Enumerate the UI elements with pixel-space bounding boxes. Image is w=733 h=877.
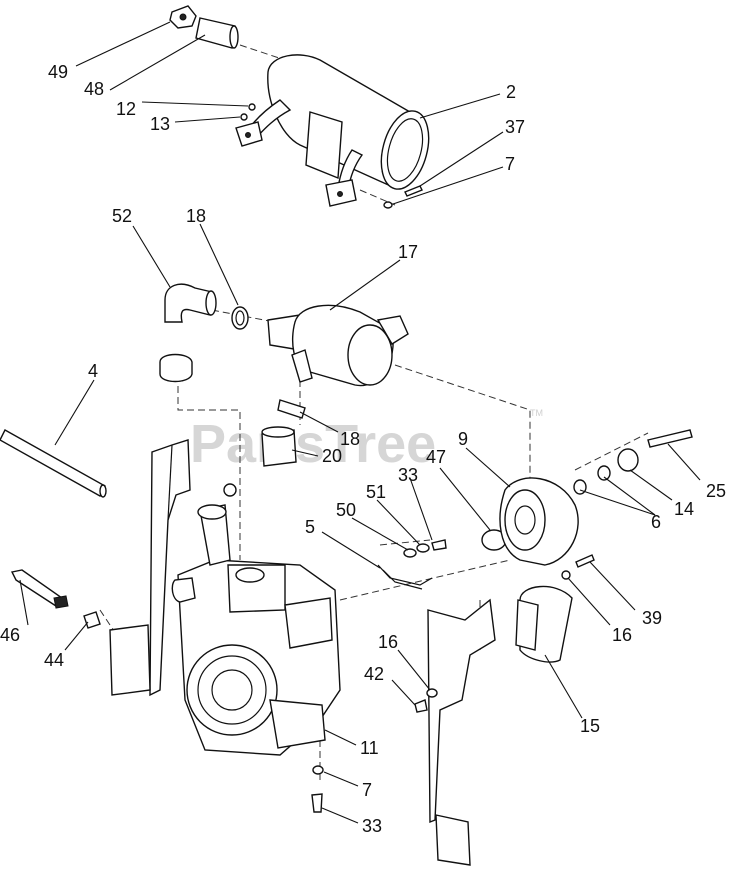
hose-clamp-top — [231, 306, 249, 330]
fuel-line — [10, 569, 101, 629]
clutch-stop — [515, 585, 573, 663]
washer-7b — [312, 765, 324, 775]
callout-16-right: 16 — [612, 625, 632, 645]
callout-6: 6 — [651, 512, 661, 532]
callout-16-bracket: 16 — [378, 632, 398, 652]
callout-42: 42 — [364, 664, 384, 684]
engine-pulley — [186, 644, 278, 736]
callout-33-top: 33 — [398, 465, 418, 485]
callout-9: 9 — [458, 429, 468, 449]
watermark: PartsTree — [190, 414, 436, 474]
callout-33-bottom: 33 — [362, 816, 382, 836]
spacer-51 — [416, 543, 430, 553]
right-bracket — [414, 598, 496, 866]
heat-shield — [305, 111, 343, 180]
engine — [171, 483, 341, 756]
callout-5: 5 — [305, 517, 315, 537]
callout-51: 51 — [366, 482, 386, 502]
callout-46: 46 — [0, 625, 20, 645]
left-bracket — [109, 439, 191, 697]
air-cleaner-assembly — [159, 283, 409, 467]
watermark-trademark: TM — [530, 408, 543, 418]
callout-25: 25 — [706, 481, 726, 501]
leader-lines — [19, 21, 701, 824]
callout-2: 2 — [506, 82, 516, 102]
callout-47: 47 — [426, 447, 446, 467]
bolt-42 — [414, 699, 428, 713]
bolt-33 — [431, 539, 447, 551]
callout-15: 15 — [580, 716, 600, 736]
spacer-14 — [617, 448, 639, 472]
callout-49: 49 — [48, 62, 68, 82]
intake-elbow — [164, 283, 213, 323]
bolt-39 — [575, 554, 595, 568]
bolt-37 — [404, 185, 423, 197]
callout-18-top: 18 — [186, 206, 206, 226]
callout-4: 4 — [88, 361, 98, 381]
callout-14: 14 — [674, 499, 694, 519]
callout-18-lower: 18 — [340, 429, 360, 449]
washer-7 — [383, 201, 393, 209]
nut-12 — [248, 103, 256, 111]
bolt-33b — [311, 793, 323, 813]
bolt-25 — [647, 429, 693, 448]
control-rod — [0, 429, 107, 498]
callout-37: 37 — [505, 117, 525, 137]
callout-11: 11 — [360, 738, 379, 758]
callout-7: 7 — [505, 154, 515, 174]
callout-52: 52 — [112, 206, 132, 226]
washer-6b — [597, 465, 611, 481]
callout-13: 13 — [150, 114, 170, 134]
callout-17: 17 — [398, 242, 418, 262]
tailpipe — [195, 17, 236, 49]
callout-7-bottom: 7 — [362, 780, 372, 800]
callout-44: 44 — [44, 650, 64, 670]
muffler-assembly — [169, 5, 430, 209]
callout-48: 48 — [84, 79, 104, 99]
callout-labels: 49 48 12 13 2 37 7 52 18 17 4 18 20 9 33… — [0, 62, 726, 836]
hose-clamp-18 — [277, 399, 306, 419]
clutch-assembly — [481, 429, 693, 580]
callout-20: 20 — [322, 446, 342, 466]
hose-clamp-lower — [159, 353, 193, 383]
washer-50 — [403, 548, 417, 558]
washer-16 — [561, 570, 571, 580]
throttle-linkage — [377, 539, 447, 590]
washer-16b — [426, 688, 438, 698]
callout-50: 50 — [336, 500, 356, 520]
lockwasher-13 — [240, 113, 248, 121]
callout-39: 39 — [642, 608, 662, 628]
callout-12: 12 — [116, 99, 136, 119]
